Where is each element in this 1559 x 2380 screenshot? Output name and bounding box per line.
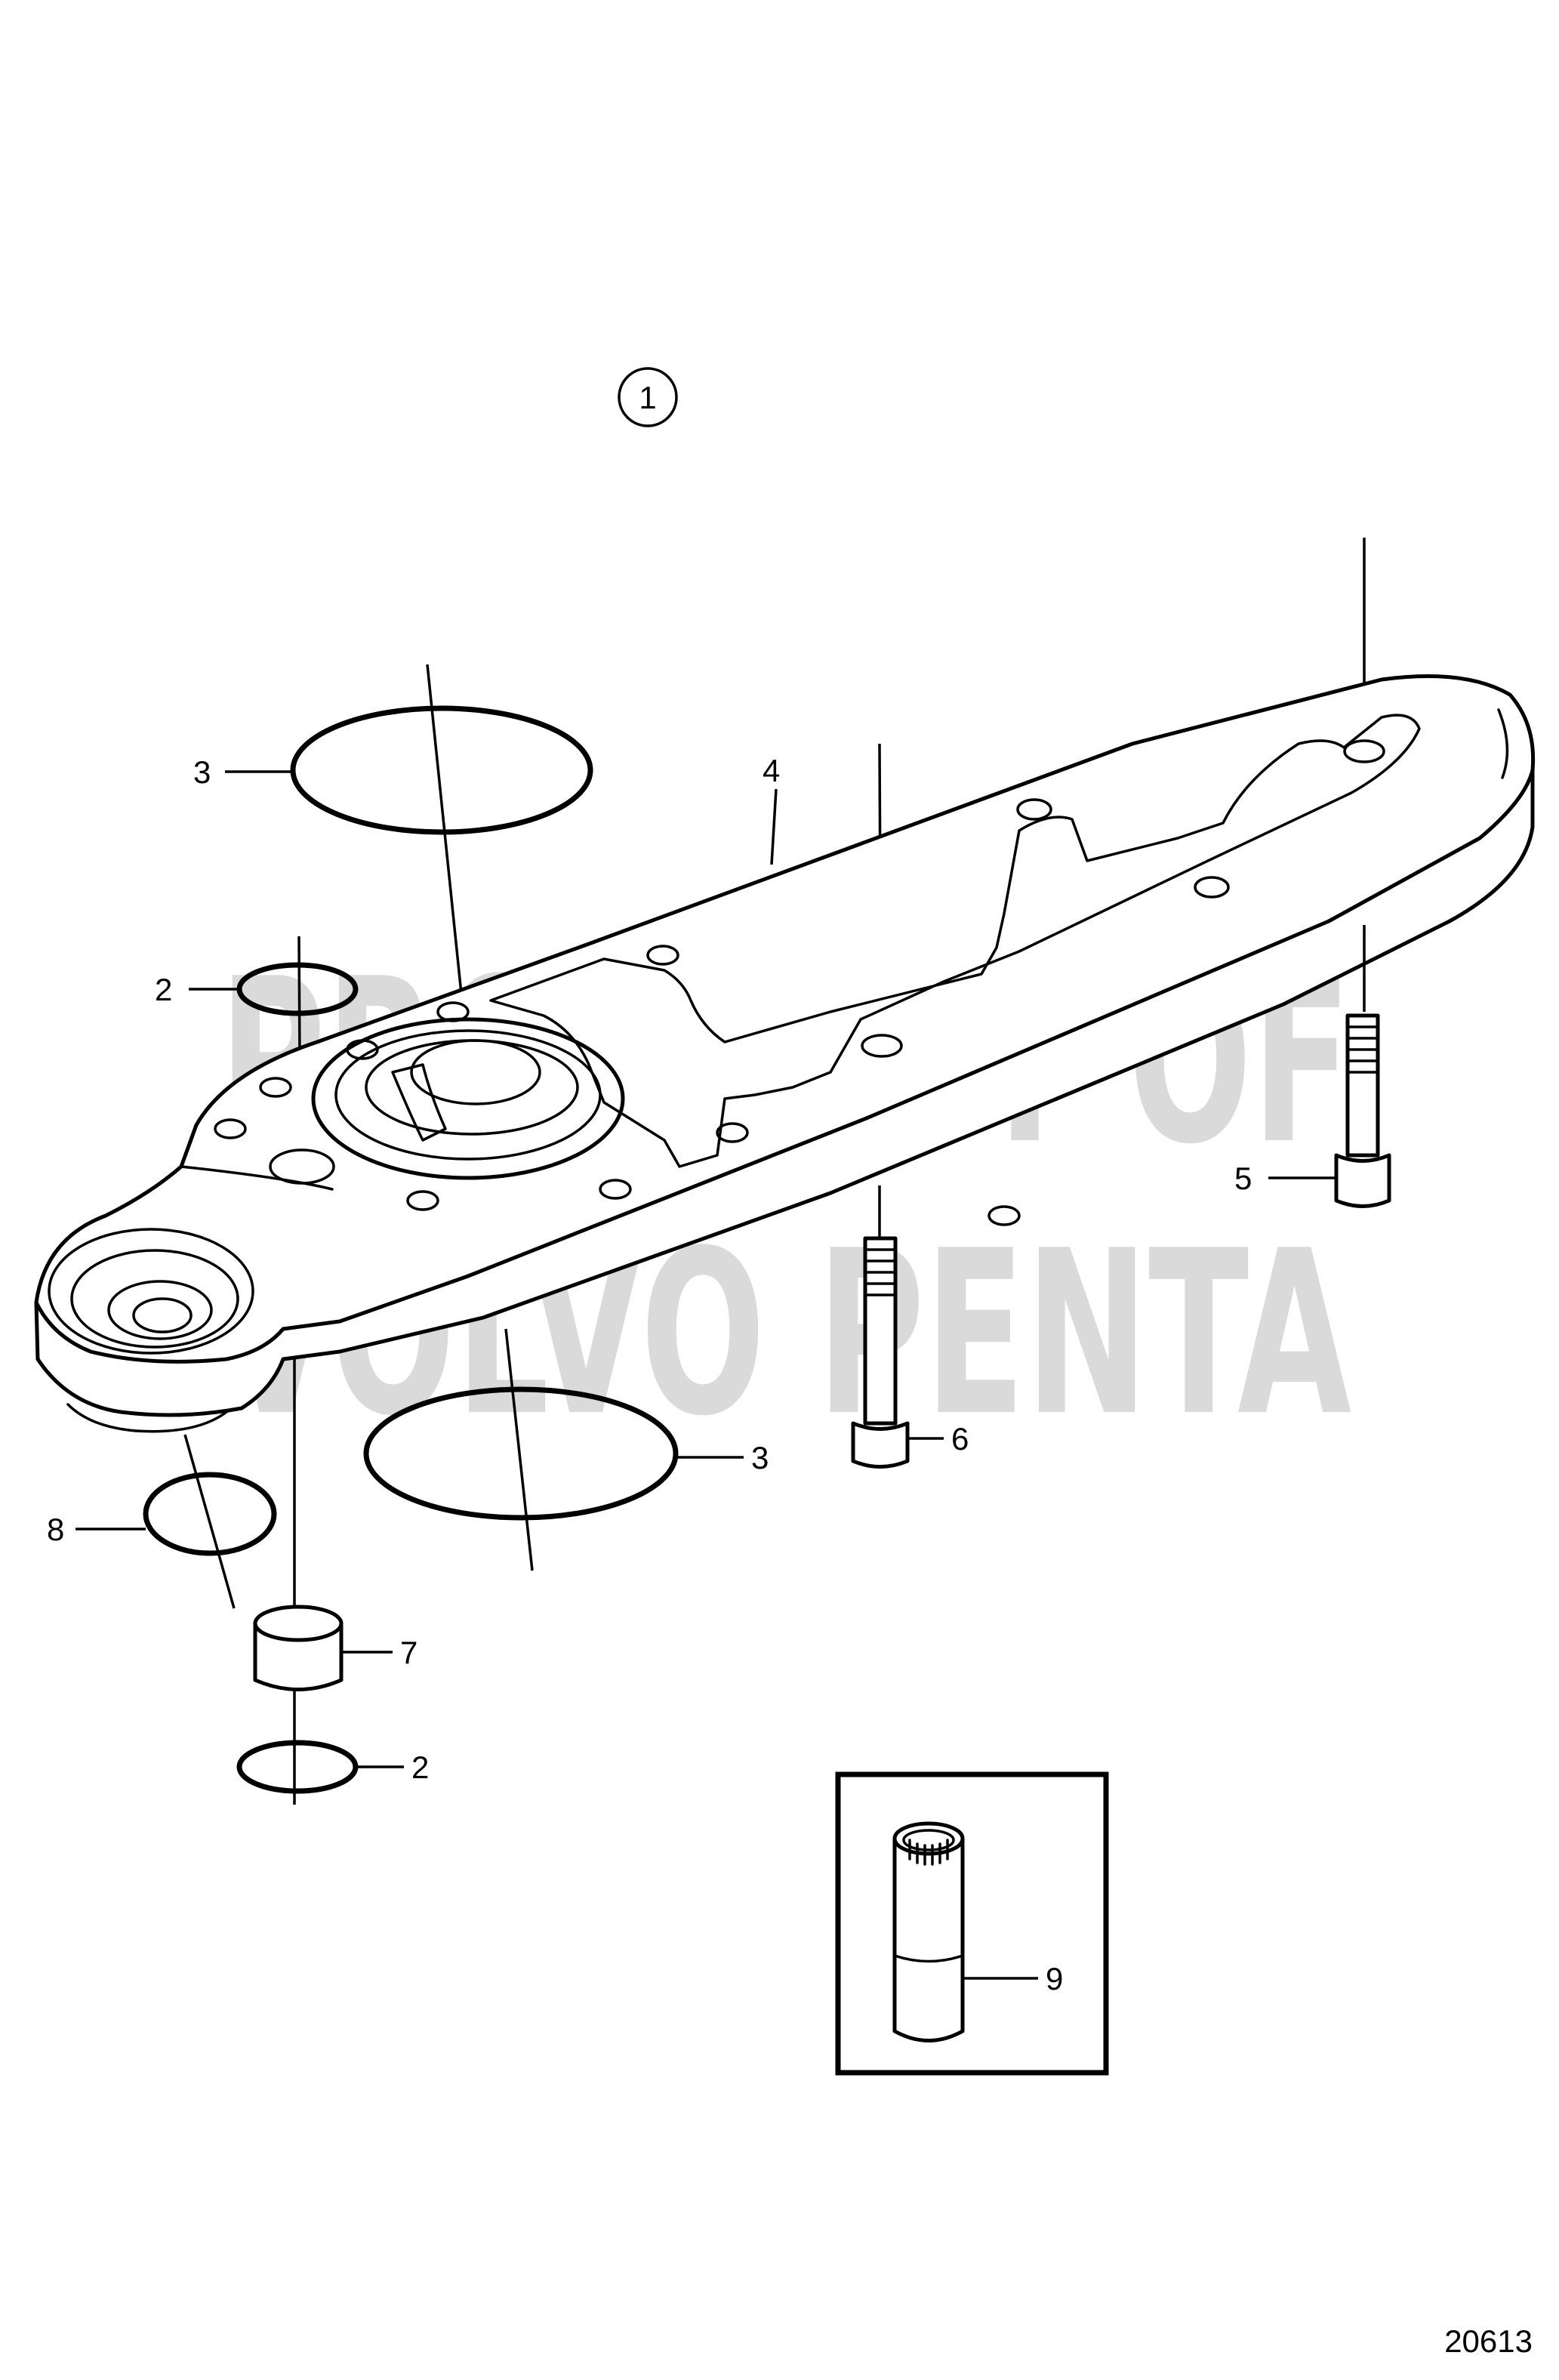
bolt-holes — [214, 739, 1385, 1226]
callout-8: 8 — [47, 1512, 64, 1547]
callout-9: 9 — [1046, 1961, 1063, 1996]
guide-lines-lower — [183, 925, 1366, 1805]
figure-number: 20613 — [1444, 2323, 1533, 2359]
callout-labels: 3 4 2 5 6 3 8 7 2 9 — [47, 753, 1252, 1996]
o-ring-small-lower — [236, 1740, 359, 1794]
o-ring-large-upper — [290, 705, 593, 835]
callout-3-upper: 3 — [193, 754, 211, 790]
sleeve-9 — [892, 1821, 965, 2042]
inset-box — [835, 1771, 1109, 2076]
o-ring-large-lower — [363, 1386, 679, 1521]
bolt-5 — [1334, 1013, 1391, 1208]
callout-2-upper: 2 — [155, 972, 172, 1007]
o-ring-8 — [143, 1472, 277, 1556]
callout-5: 5 — [1234, 1161, 1252, 1196]
assembly-reference-number: 1 — [639, 380, 656, 415]
bolt-6 — [851, 1236, 910, 1469]
callout-7: 7 — [400, 1635, 417, 1670]
bushing-7 — [253, 1605, 344, 1691]
steering-arm-housing — [34, 674, 1536, 1433]
leader-lines — [75, 770, 1336, 1980]
lower-bore — [48, 1228, 254, 1355]
callout-3-lower: 3 — [751, 1440, 769, 1475]
assembly-reference: 1 — [618, 367, 678, 427]
callout-2-lower: 2 — [411, 1750, 429, 1785]
callout-6: 6 — [951, 1421, 969, 1457]
callout-4: 4 — [763, 753, 780, 788]
